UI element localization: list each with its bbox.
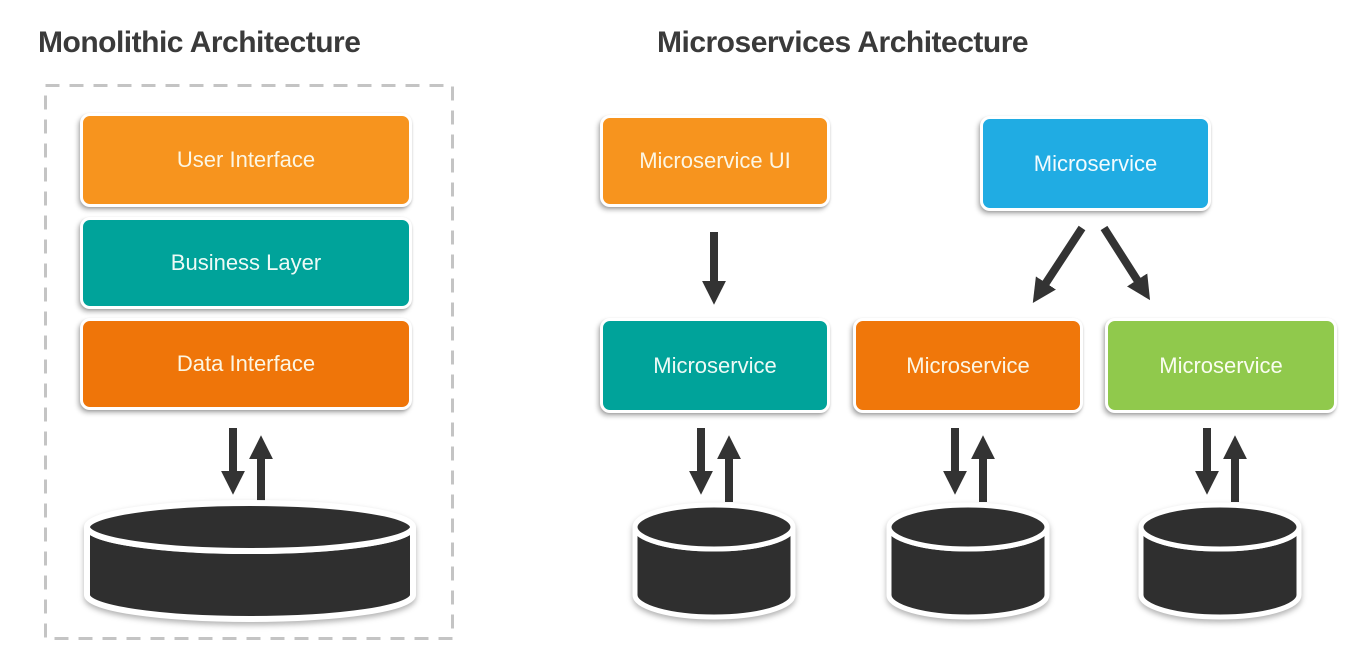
- monolith-boundary: [44, 84, 454, 640]
- bidirectional-arrows-icon: [689, 428, 741, 502]
- down-arrow-icon: [702, 232, 726, 305]
- box-microservice-blue: Microservice: [980, 116, 1211, 211]
- service-label: Microservice: [1159, 352, 1283, 378]
- service-label: Microservice: [653, 352, 777, 378]
- box-microservice-green: Microservice: [1105, 318, 1337, 413]
- layer-business-layer: Business Layer: [80, 217, 412, 309]
- box-microservice-teal: Microservice: [600, 318, 830, 413]
- database-cylinder-icon: [632, 502, 796, 620]
- database-cylinder-icon: [84, 500, 416, 622]
- service-label: Microservice UI: [639, 148, 791, 173]
- database-cylinder-icon: [1138, 502, 1302, 620]
- layer-label: Business Layer: [170, 250, 322, 275]
- layer-label: Data Interface: [176, 351, 316, 376]
- box-microservice-ui: Microservice UI: [600, 115, 830, 207]
- layer-data-interface: Data Interface: [80, 318, 412, 410]
- bidirectional-arrows-icon: [221, 428, 273, 502]
- database-cylinder-icon: [886, 502, 1050, 620]
- layer-user-interface: User Interface: [80, 113, 412, 207]
- bidirectional-arrows-icon: [943, 428, 995, 502]
- bidirectional-arrows-icon: [1195, 428, 1247, 502]
- layer-label: User Interface: [176, 147, 316, 172]
- microservices-title: Microservices Architecture: [657, 26, 1029, 59]
- box-microservice-orange: Microservice: [853, 318, 1083, 413]
- monolithic-title: Monolithic Architecture: [38, 26, 361, 59]
- branch-arrows-icon: [1032, 225, 1151, 304]
- service-label: Microservice: [906, 352, 1030, 378]
- service-label: Microservice: [1033, 150, 1158, 176]
